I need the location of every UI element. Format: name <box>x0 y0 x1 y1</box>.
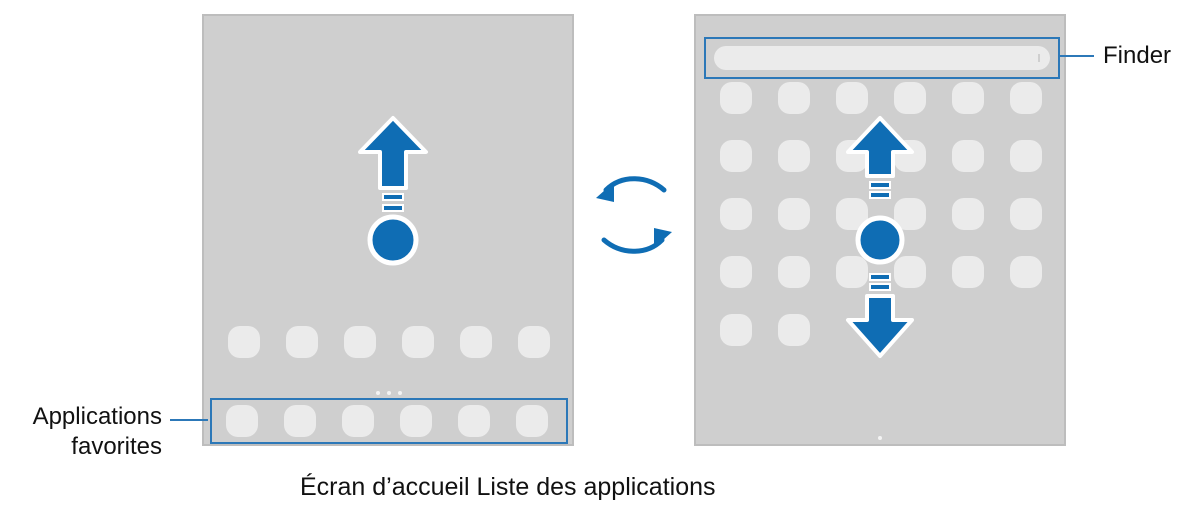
page-dot <box>878 436 882 440</box>
caption: Écran d’accueil Liste des applications <box>300 473 716 501</box>
favorite-app-icon[interactable] <box>516 405 548 437</box>
app-icon[interactable] <box>720 314 752 346</box>
finder-highlight <box>704 37 1060 79</box>
arrow-up-down-icon <box>846 116 914 358</box>
favorite-app-icon[interactable] <box>458 405 490 437</box>
app-icon[interactable] <box>952 82 984 114</box>
app-icon[interactable] <box>836 256 868 288</box>
favorites-label-line1: Applications <box>32 403 162 430</box>
favorites-dock-highlight <box>210 398 568 444</box>
page-dot <box>387 391 391 395</box>
favorites-callout-line <box>170 419 208 421</box>
app-icon[interactable] <box>952 140 984 172</box>
page-dot <box>398 391 402 395</box>
app-icon[interactable] <box>894 82 926 114</box>
favorite-app-icon[interactable] <box>284 405 316 437</box>
favorites-label: Applications favorites <box>10 402 162 462</box>
app-icon[interactable] <box>518 326 550 358</box>
finder-menu-icon[interactable] <box>1038 54 1040 62</box>
finder-label: Finder <box>1103 42 1172 69</box>
arrow-up-icon <box>358 116 428 266</box>
app-icon[interactable] <box>286 326 318 358</box>
finder-callout-line <box>1058 55 1094 57</box>
app-icon[interactable] <box>952 256 984 288</box>
page-dot <box>376 391 380 395</box>
app-icon[interactable] <box>778 140 810 172</box>
app-icon[interactable] <box>952 198 984 230</box>
app-icon[interactable] <box>778 314 810 346</box>
favorite-app-icon[interactable] <box>342 405 374 437</box>
app-icon[interactable] <box>720 82 752 114</box>
app-icon[interactable] <box>778 82 810 114</box>
app-icon[interactable] <box>720 256 752 288</box>
finder-search-bar[interactable] <box>714 46 1050 70</box>
app-icon[interactable] <box>894 198 926 230</box>
app-icon[interactable] <box>228 326 260 358</box>
app-icon[interactable] <box>720 140 752 172</box>
app-icon[interactable] <box>402 326 434 358</box>
favorite-app-icon[interactable] <box>400 405 432 437</box>
favorite-app-icon[interactable] <box>226 405 258 437</box>
app-icon[interactable] <box>720 198 752 230</box>
app-icon[interactable] <box>836 82 868 114</box>
apps-screen <box>694 14 1066 446</box>
app-icon[interactable] <box>460 326 492 358</box>
app-icon[interactable] <box>1010 198 1042 230</box>
app-icon[interactable] <box>778 256 810 288</box>
app-icon[interactable] <box>778 198 810 230</box>
app-icon[interactable] <box>344 326 376 358</box>
app-icon[interactable] <box>1010 140 1042 172</box>
app-icon[interactable] <box>1010 82 1042 114</box>
app-icon[interactable] <box>1010 256 1042 288</box>
favorites-label-line2: favorites <box>71 433 162 460</box>
app-icon[interactable] <box>894 256 926 288</box>
rotate-arrows-icon <box>596 176 672 254</box>
home-screen <box>202 14 574 446</box>
